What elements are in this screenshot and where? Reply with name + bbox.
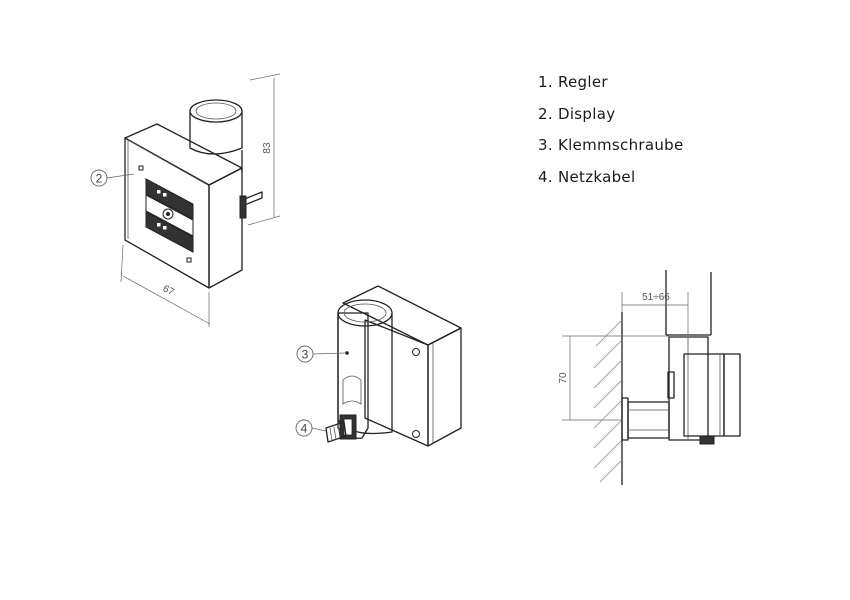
controller-box [124, 123, 243, 289]
callout-clamp-screw-number: 3 [302, 348, 309, 362]
callout-display: 2 [90, 169, 135, 187]
power-cable-stub [239, 191, 263, 219]
dimension-height-label: 83 [262, 142, 273, 154]
wall-hatching [593, 312, 623, 485]
dimension-offset: 51÷66 [621, 292, 689, 335]
callout-display-number: 2 [96, 172, 103, 186]
legend-item-netzkabel: 4. Netzkabel [538, 167, 636, 186]
callout-power-cable: 4 [295, 419, 327, 437]
dimension-width: 67 [120, 244, 211, 327]
side-view: 51÷66 70 [558, 270, 741, 485]
display-panel [138, 165, 194, 263]
legend-item-regler: 1. Regler [538, 73, 608, 91]
radiator-tube [665, 270, 712, 441]
dimension-width-label: 67 [161, 283, 176, 298]
power-cable-rear [325, 414, 357, 443]
pipe-top [189, 99, 243, 172]
dimension-height: 83 [247, 73, 281, 226]
legend-item-display: 2. Display [538, 104, 616, 123]
wall-flange [621, 397, 670, 441]
callout-clamp-screw: 3 [296, 345, 346, 363]
callout-power-cable-number: 4 [301, 422, 308, 436]
dimension-depth: 70 [558, 335, 669, 421]
dimension-depth-label: 70 [558, 372, 569, 384]
controller-side [667, 353, 741, 445]
rear-view: 3 4 [295, 285, 462, 447]
parts-legend: 1. Regler 2. Display 3. Klemmschraube 4.… [538, 70, 684, 196]
legend-item-klemmschraube: 3. Klemmschraube [538, 136, 684, 154]
front-view: 2 83 67 [90, 73, 281, 327]
dimension-offset-label: 51÷66 [642, 292, 670, 303]
